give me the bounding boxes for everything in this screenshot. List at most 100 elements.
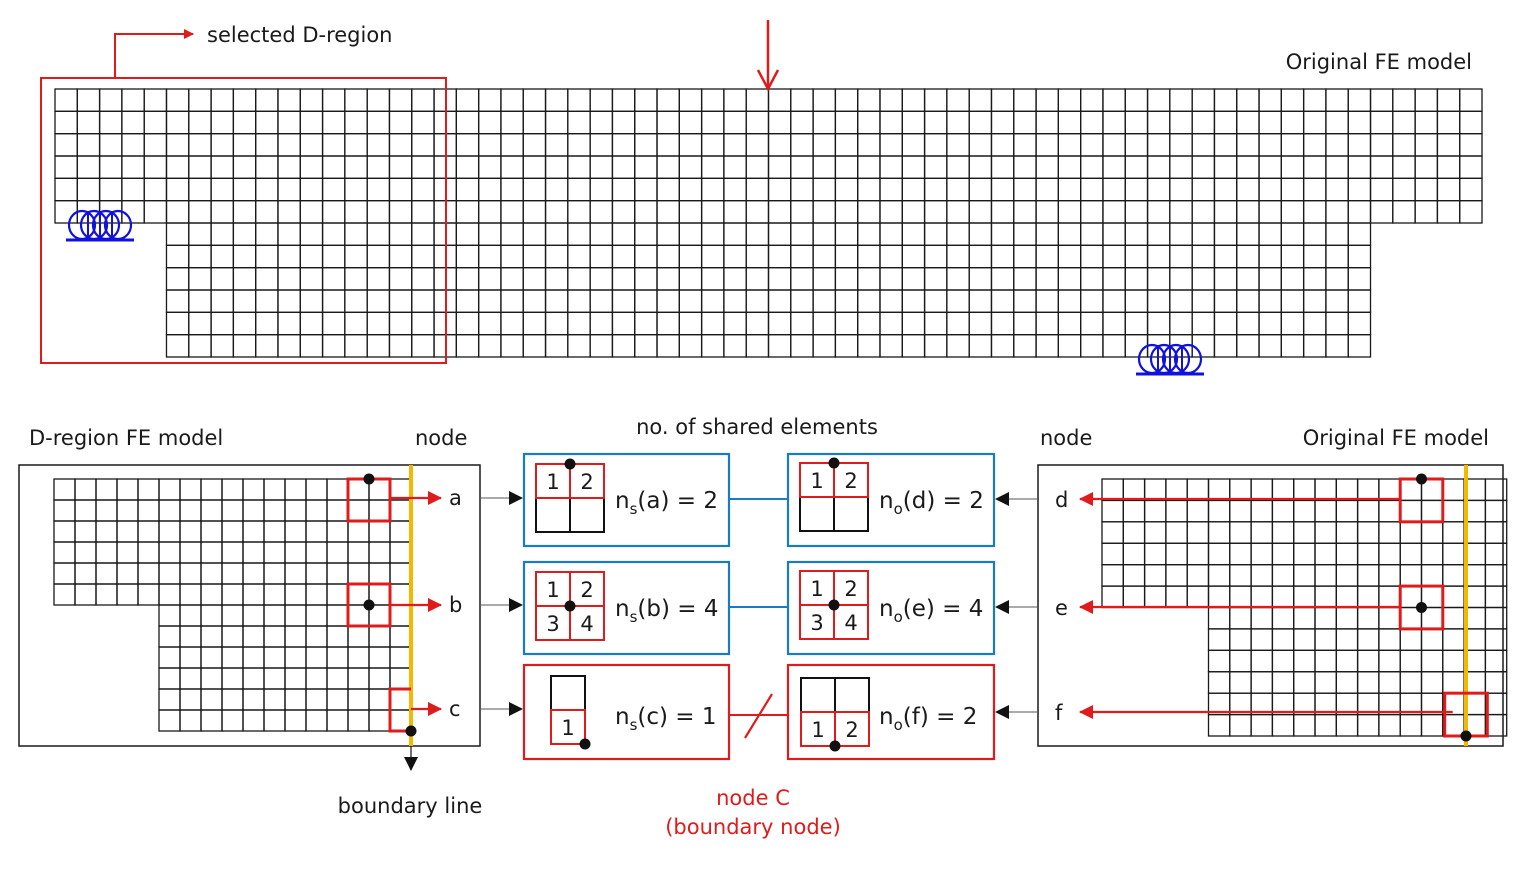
mesh-element (1013, 222, 1037, 246)
mesh-element (1229, 564, 1252, 587)
mesh-element (1143, 521, 1167, 544)
mesh-element (1280, 222, 1305, 246)
mesh-element (812, 133, 837, 157)
mesh-element (1325, 133, 1349, 157)
node-b-dot[interactable] (363, 599, 375, 611)
mesh-element (1124, 334, 1149, 358)
mesh-element (1293, 542, 1316, 566)
mesh-element (522, 155, 547, 179)
mesh-element (165, 177, 190, 202)
mesh-element (589, 200, 614, 224)
mesh-element (1399, 499, 1423, 523)
mesh-element (1459, 88, 1483, 112)
mesh-element (305, 709, 328, 732)
mesh-element (368, 520, 391, 543)
node-f-dot[interactable] (1460, 730, 1472, 742)
mesh-element (700, 334, 725, 358)
mesh-element (221, 520, 244, 543)
mesh-element (1347, 267, 1372, 291)
mesh-element (1293, 649, 1316, 673)
mesh-element (284, 688, 307, 711)
mesh-element (790, 334, 814, 358)
mesh-element (1271, 542, 1295, 566)
shared-element-cell (569, 463, 605, 499)
mesh-element (165, 200, 190, 224)
mesh-element (366, 222, 391, 246)
mesh-element (347, 541, 370, 564)
mesh-element (232, 289, 257, 313)
node-e-dot[interactable] (1416, 602, 1427, 613)
mesh-element (1459, 133, 1483, 157)
mesh-element (366, 244, 391, 269)
mesh-element (1280, 177, 1305, 202)
mesh-element (500, 133, 524, 157)
mesh-element (857, 267, 881, 291)
mesh-element (74, 541, 97, 564)
mesh-element (857, 133, 881, 157)
mesh-element (1314, 478, 1337, 502)
mesh-element (188, 133, 212, 157)
mesh-element (723, 267, 747, 291)
mesh-element (544, 88, 569, 112)
mesh-element (745, 155, 770, 179)
mesh-element (158, 541, 181, 564)
mesh-element (678, 244, 703, 269)
mesh-element (165, 88, 190, 112)
mesh-element (368, 562, 391, 585)
mesh-element (1236, 133, 1260, 157)
node-e-label: e (1055, 596, 1068, 620)
mesh-element (368, 688, 391, 711)
mesh-element (95, 499, 118, 522)
mesh-element (299, 311, 324, 336)
mesh-element (221, 688, 244, 711)
shared-element-cell (550, 709, 586, 745)
mesh-element (277, 88, 301, 112)
left-node-header: node (415, 426, 467, 450)
mesh-element (1335, 585, 1359, 609)
mesh-element (284, 499, 307, 522)
mesh-element (812, 244, 837, 269)
mesh-element (857, 244, 881, 269)
node-c-dot[interactable] (405, 725, 417, 737)
mesh-element (1207, 521, 1231, 544)
mesh-element (179, 667, 202, 690)
mesh-element (946, 267, 970, 291)
node-d-dot[interactable] (1416, 473, 1427, 485)
mesh-element (857, 334, 881, 358)
mesh-element (611, 110, 636, 135)
mesh-element (767, 177, 792, 202)
mesh-element (968, 222, 993, 246)
mesh-element (1169, 289, 1193, 313)
mesh-element (388, 267, 413, 291)
mesh-element (326, 667, 349, 690)
mesh-element (611, 289, 636, 313)
mesh-element (368, 499, 391, 522)
mesh-element (1258, 155, 1282, 179)
shared-count-equation: no(f) = 2 (879, 704, 977, 734)
selected-d-region-box[interactable] (40, 77, 447, 364)
mesh-element (179, 520, 202, 543)
mesh-element (411, 267, 435, 291)
mesh-element (678, 289, 703, 313)
mesh-element (1191, 267, 1216, 291)
mesh-element (1436, 155, 1461, 179)
mesh-element (990, 267, 1015, 291)
mesh-element (1035, 311, 1060, 336)
mesh-element (700, 311, 725, 336)
mesh-element (834, 133, 859, 157)
mesh-element (1229, 628, 1252, 651)
mesh-element (522, 311, 547, 336)
mesh-element (812, 222, 837, 246)
mesh-element (567, 267, 591, 291)
mesh-element (1392, 88, 1416, 112)
mesh-element (158, 478, 181, 501)
node-a-dot[interactable] (363, 473, 375, 485)
mesh-element (1436, 133, 1461, 157)
mesh-element (946, 334, 970, 358)
